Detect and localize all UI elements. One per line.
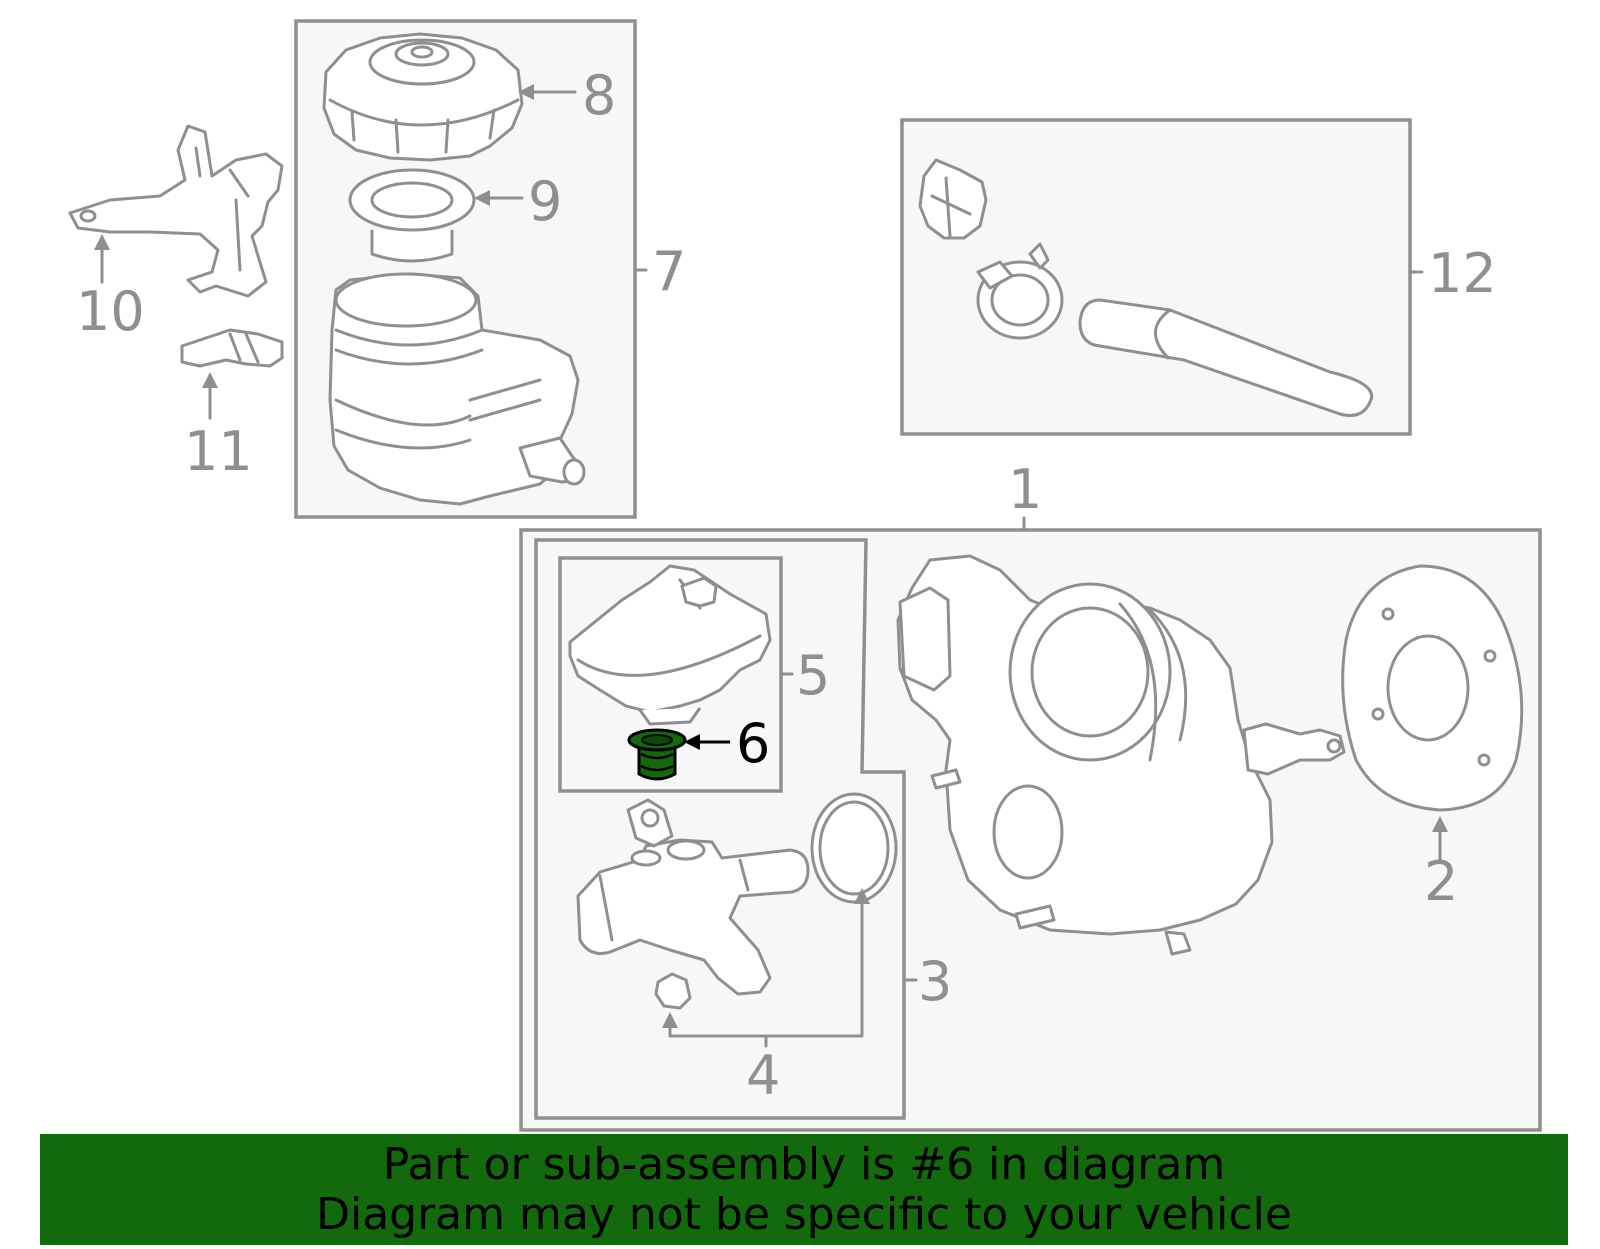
callout-4: 4 [746, 1044, 780, 1107]
callout-9: 9 [528, 170, 562, 233]
banner-line-1: Part or sub-assembly is #6 in diagram [382, 1138, 1226, 1190]
callout-11: 11 [184, 420, 253, 483]
part-8-reservoir-cap [322, 32, 524, 162]
part-12-clamp-a [918, 158, 988, 240]
reservoir-body [328, 272, 586, 506]
part-4-seal-ring [810, 792, 898, 904]
part-10-bracket [68, 124, 284, 298]
callout-7: 7 [652, 240, 686, 303]
part-4-nut [654, 972, 692, 1010]
part-11-clip [180, 328, 284, 368]
part-1-brake-booster [896, 554, 1346, 956]
part-5-reservoir [568, 564, 772, 726]
banner-line-2: Diagram may not be specific to your vehi… [316, 1188, 1292, 1240]
part-12-hose [1078, 298, 1373, 417]
part-6-grommet [627, 728, 687, 781]
callout-5: 5 [796, 644, 830, 707]
part-2-gasket [1341, 564, 1524, 812]
callout-6: 6 [736, 712, 770, 775]
callout-12: 12 [1428, 242, 1497, 305]
info-banner: Part or sub-assembly is #6 in diagram Di… [40, 1134, 1568, 1245]
callout-8: 8 [582, 64, 616, 127]
part-3-master-cylinder [576, 798, 810, 996]
callout-10: 10 [76, 280, 145, 343]
callout-3: 3 [918, 950, 952, 1013]
part-9-strainer [348, 168, 476, 263]
callout-2: 2 [1424, 850, 1458, 913]
part-12-clamp-b [976, 242, 1064, 340]
callout-1: 1 [1008, 458, 1042, 521]
